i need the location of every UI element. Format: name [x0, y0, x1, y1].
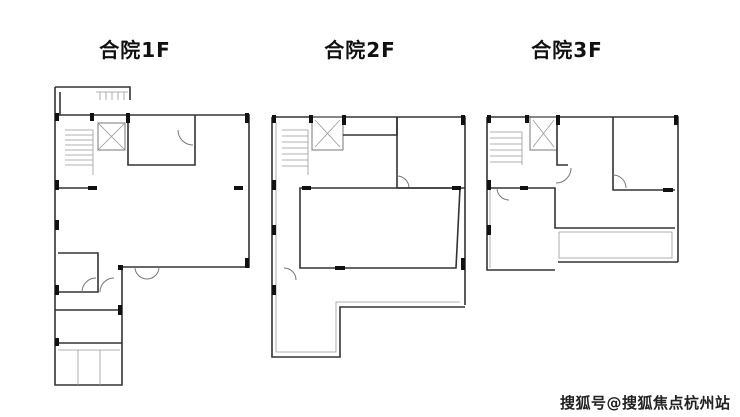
source-watermark: 搜狐号@搜狐焦点杭州站	[560, 394, 731, 412]
floor-plan-3f	[486, 115, 679, 271]
floor-plan-2f	[271, 115, 466, 358]
plan-title-2f: 合院2F	[324, 38, 396, 62]
plan-title-3f: 合院3F	[531, 38, 603, 62]
plan-title-1f: 合院1F	[99, 38, 171, 62]
floor-plan-1f	[54, 86, 250, 386]
